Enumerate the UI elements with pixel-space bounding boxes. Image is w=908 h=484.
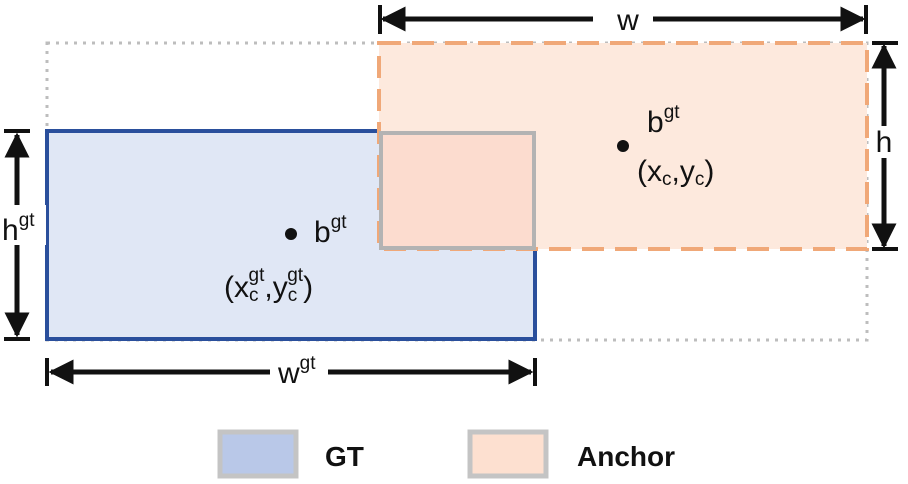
anchor-center-b-label: bgt [647, 102, 680, 139]
gt-center-coords: (xcgt,ycgt) [224, 265, 313, 306]
legend: GT Anchor [217, 429, 675, 479]
h-label: h [876, 126, 893, 159]
legend-anchor-swatch [467, 429, 549, 479]
width-arrow [378, 5, 868, 34]
legend-gt-swatch [217, 429, 299, 479]
legend-gt-label: GT [325, 441, 364, 472]
w-gt-label: wgt [277, 353, 316, 390]
anchor-center-coords: (xc,yc) [637, 155, 714, 190]
anchor-center-dot [617, 140, 629, 152]
overlap-region [379, 131, 536, 250]
gt-center-b-label: bgt [314, 212, 347, 249]
h-gt-label: hgt [2, 210, 35, 247]
legend-anchor-label: Anchor [577, 441, 675, 472]
gt-center-dot [285, 228, 297, 240]
w-label: w [616, 4, 639, 37]
